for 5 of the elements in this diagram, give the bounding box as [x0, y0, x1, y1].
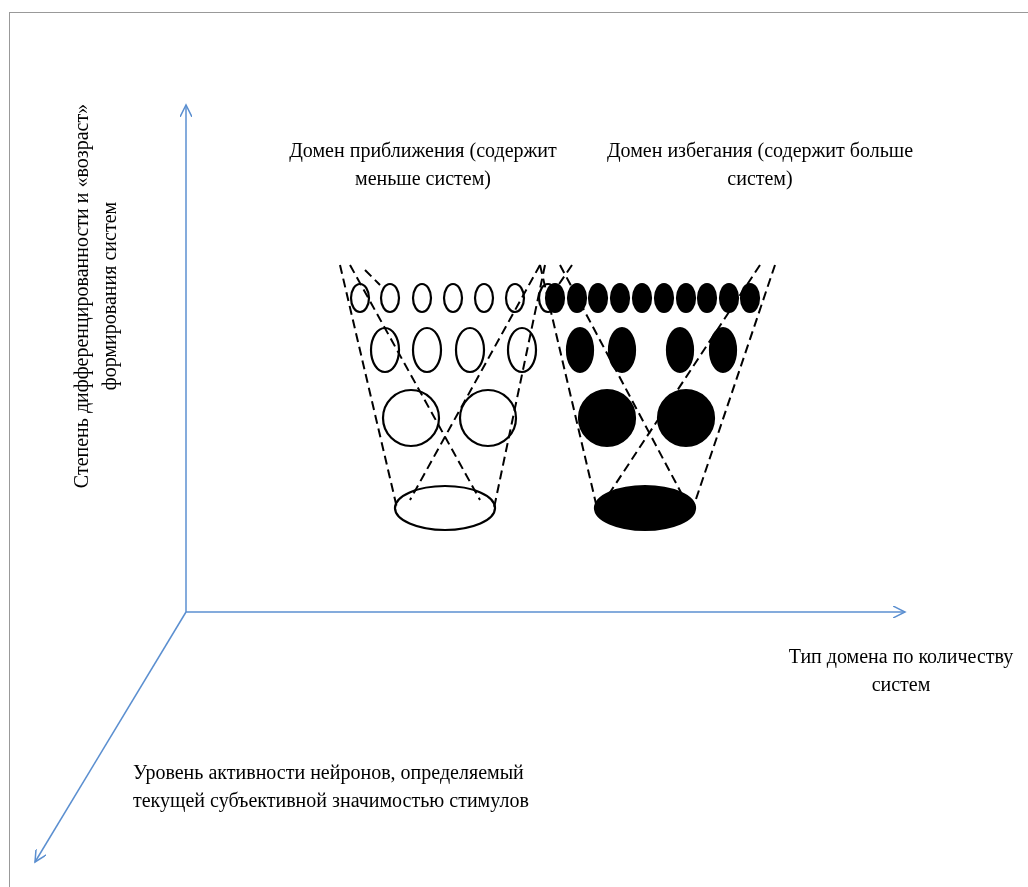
- axis-label: Тип домена по количеству систем: [787, 644, 1015, 697]
- domain-title: Домен приближения (содержит меньше систем): [288, 138, 558, 192]
- axis-label: Уровень активности нейронов, определяемый текущей субъективной значимостью стимулов: [133, 760, 530, 814]
- domain-title: Домен избегания (содержит больше систем): [605, 138, 915, 191]
- axis-label: Степень дифференцированности и «возраст» формирования систем: [69, 102, 122, 491]
